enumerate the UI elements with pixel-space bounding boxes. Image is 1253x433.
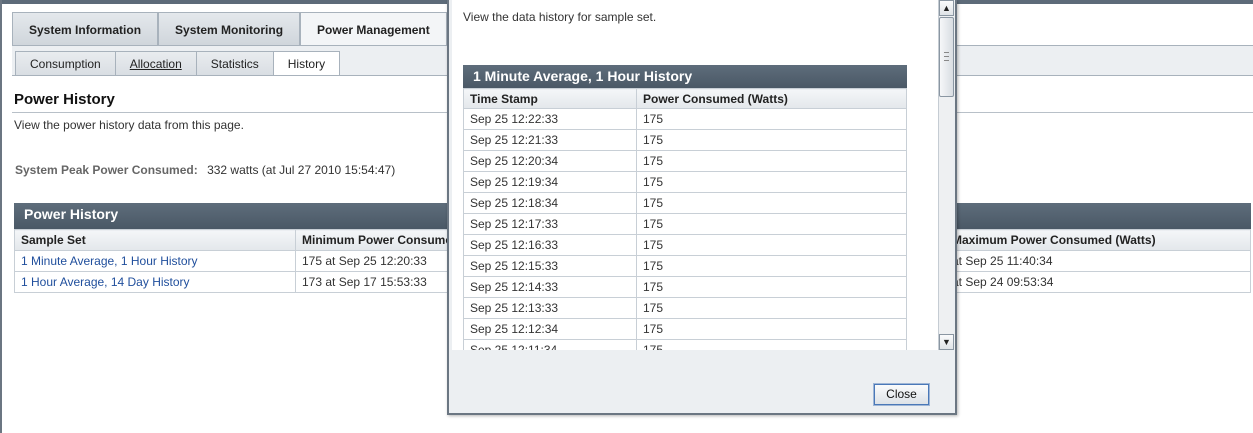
- column-header-power-consumed[interactable]: Power Consumed (Watts): [636, 88, 907, 109]
- power-cell: 175: [636, 108, 907, 130]
- timestamp-cell: Sep 25 12:12:34: [463, 318, 637, 340]
- subtab-label: Consumption: [30, 56, 101, 71]
- tab-system-monitoring[interactable]: System Monitoring: [158, 12, 301, 46]
- power-cell: 175: [636, 276, 907, 298]
- timestamp-cell: Sep 25 12:14:33: [463, 276, 637, 298]
- sample-set-link[interactable]: 1 Minute Average, 1 Hour History: [21, 254, 198, 268]
- power-cell: 175: [636, 150, 907, 172]
- chevron-down-icon: ▼: [942, 337, 951, 347]
- table-cell: at Sep 24 09:53:34: [945, 271, 1251, 293]
- power-cell: 175: [636, 318, 907, 340]
- timestamp-cell: Sep 25 12:13:33: [463, 297, 637, 319]
- subtab-label: Allocation: [129, 56, 182, 71]
- peak-power-row: System Peak Power Consumed: 332 watts (a…: [15, 163, 395, 177]
- subtab-allocation[interactable]: Allocation: [114, 51, 197, 76]
- power-cell: 175: [636, 171, 907, 193]
- scroll-thumb[interactable]: [939, 17, 954, 97]
- subtab-label: Statistics: [210, 56, 259, 71]
- power-cell: 175: [636, 339, 907, 350]
- timestamp-cell: Sep 25 12:16:33: [463, 234, 637, 256]
- timestamp-cell: Sep 25 12:20:34: [463, 150, 637, 172]
- close-button[interactable]: Close: [873, 383, 930, 406]
- column-header-sample-set[interactable]: Sample Set: [14, 229, 296, 251]
- power-cell: 175: [636, 297, 907, 319]
- table-cell: 1 Hour Average, 14 Day History: [14, 271, 296, 293]
- timestamp-cell: Sep 25 12:11:34: [463, 339, 637, 350]
- main-tab-bar: System Information System Monitoring Pow…: [12, 12, 447, 46]
- sub-tab-bar: Consumption Allocation Statistics Histor…: [15, 51, 341, 76]
- timestamp-cell: Sep 25 12:19:34: [463, 171, 637, 193]
- page-title: Power History: [14, 91, 115, 108]
- peak-power-label: System Peak Power Consumed:: [15, 163, 198, 177]
- peak-power-value: 332 watts (at Jul 27 2010 15:54:47): [207, 163, 396, 177]
- scroll-up-button[interactable]: ▲: [939, 0, 954, 16]
- power-cell: 175: [636, 255, 907, 277]
- grip-icon: [944, 52, 949, 61]
- table-header-row: Time Stamp Power Consumed (Watts): [463, 88, 907, 109]
- power-cell: 175: [636, 213, 907, 235]
- subtab-history[interactable]: History: [272, 51, 341, 76]
- timestamp-cell: Sep 25 12:22:33: [463, 108, 637, 130]
- chevron-up-icon: ▲: [942, 3, 951, 13]
- scroll-down-button[interactable]: ▼: [939, 334, 954, 350]
- power-cell: 175: [636, 234, 907, 256]
- tab-system-information[interactable]: System Information: [12, 12, 159, 46]
- subtab-statistics[interactable]: Statistics: [195, 51, 274, 76]
- page-description: View the power history data from this pa…: [14, 118, 244, 132]
- power-cell: 175: [636, 129, 907, 151]
- table-cell: 1 Minute Average, 1 Hour History: [14, 250, 296, 272]
- dialog-content[interactable]: View the data history for sample set. 1 …: [452, 0, 938, 350]
- timestamp-cell: Sep 25 12:17:33: [463, 213, 637, 235]
- dialog-table-title: 1 Minute Average, 1 Hour History: [463, 65, 907, 88]
- data-history-table: Time Stamp Power Consumed (Watts) Sep 25…: [463, 88, 907, 350]
- power-cell: 175: [636, 192, 907, 214]
- tab-power-management[interactable]: Power Management: [300, 12, 447, 46]
- sample-set-link[interactable]: 1 Hour Average, 14 Day History: [21, 275, 190, 289]
- subtab-consumption[interactable]: Consumption: [15, 51, 116, 76]
- timestamp-cell: Sep 25 12:15:33: [463, 255, 637, 277]
- column-header-maximum[interactable]: Maximum Power Consumed (Watts): [945, 229, 1251, 251]
- dialog-description: View the data history for sample set.: [463, 10, 657, 24]
- table-cell: at Sep 25 11:40:34: [945, 250, 1251, 272]
- data-history-dialog: View the data history for sample set. 1 …: [447, 0, 957, 415]
- subtab-label: History: [287, 56, 326, 71]
- dialog-scrollbar[interactable]: ▲ ▼: [938, 0, 954, 350]
- timestamp-cell: Sep 25 12:18:34: [463, 192, 637, 214]
- column-header-time-stamp[interactable]: Time Stamp: [463, 88, 637, 109]
- timestamp-cell: Sep 25 12:21:33: [463, 129, 637, 151]
